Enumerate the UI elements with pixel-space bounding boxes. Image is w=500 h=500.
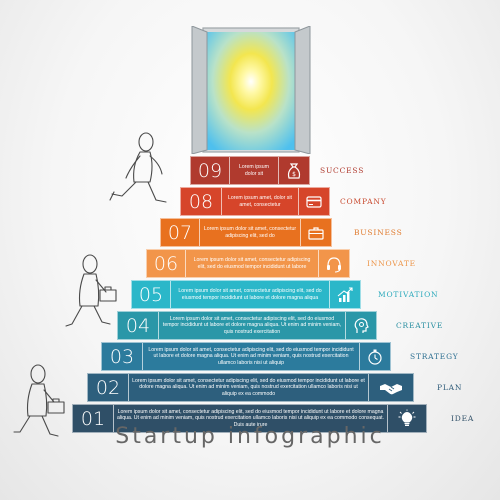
step-number: 06 [147,250,186,277]
step-label: CREATIVE [396,321,444,330]
handshake-icon [368,374,413,401]
step-05: 05 Lorem ipsum dolor sit amet, consectet… [131,280,361,309]
step-label: IDEA [451,414,475,423]
step-label: COMPANY [340,197,387,206]
walking-businessman-top [109,132,167,203]
step-number: 04 [118,312,159,339]
step-01: 01 Lorem ipsum dolor sit amet, consectet… [72,404,427,433]
step-08: 08 Lorem ipsum amet, dolor sit amet, con… [180,187,330,216]
step-label: STRATEGY [410,352,459,361]
step-description: Lorem ipsum amet, dolor sit amet, consec… [227,195,292,208]
credit-card-icon [298,188,329,215]
step-number: 05 [132,281,171,308]
step-description: Lorem ipsum dolor sit amet, consectetur … [203,226,297,239]
infographic-title: Startup infographic [115,424,385,449]
open-door-illustration [191,26,311,154]
growth-chart-icon [329,281,360,308]
step-description: Lorem ipsum dolor sit amet, consectetur … [148,347,354,366]
step-number: 07 [161,219,200,246]
stopwatch-icon [359,343,390,370]
step-number: 09 [191,157,230,184]
step-label: BUSINESS [354,228,403,237]
briefcase-icon [300,219,331,246]
step-description: Lorem ipsum dolor sit amet, consectetur … [178,288,322,301]
step-label: INNOVATE [367,259,416,268]
step-description: Lorem ipsum dolor sit amet, consectetur … [132,378,365,397]
step-description: Lorem ipsum dolor sit amet, consectetur … [117,409,385,428]
step-06: 06 Lorem ipsum dolor sit amet, consectet… [146,249,350,278]
step-label: SUCCESS [320,166,365,175]
right-door-leaf [294,26,311,154]
step-03: 03 Lorem ipsum dolor sit amet, consectet… [101,342,391,371]
step-number: 08 [181,188,222,215]
step-number: 01 [73,405,114,432]
money-bag-icon: $ [278,157,309,184]
light-bulb-icon [387,405,426,432]
step-number: 03 [102,343,143,370]
headset-icon [318,250,349,277]
svg-text:$: $ [292,171,296,178]
step-number: 02 [88,374,129,401]
step-04: 04 Lorem ipsum dolor sit amet, consectet… [117,311,377,340]
step-label: PLAN [437,383,463,392]
step-description: Lorem ipsum dolor sit amet, consectetur … [162,316,342,335]
sun-sky [207,32,295,150]
step-description: Lorem ipsum dolor sit amet, consectetur … [193,257,311,270]
step-02: 02 Lorem ipsum dolor sit amet, consectet… [87,373,414,402]
step-07: 07 Lorem ipsum dolor sit amet, consectet… [160,218,332,247]
step-label: MOTIVATION [378,290,439,299]
step-description: Lorem ipsum dolor sit [239,164,269,177]
businessman-with-briefcase-middle [65,254,117,327]
businessman-with-briefcase-bottom [13,364,65,437]
step-09: 09 Lorem ipsum dolor sit $ [190,156,310,185]
left-door-leaf [191,26,208,154]
head-idea-icon [345,312,376,339]
